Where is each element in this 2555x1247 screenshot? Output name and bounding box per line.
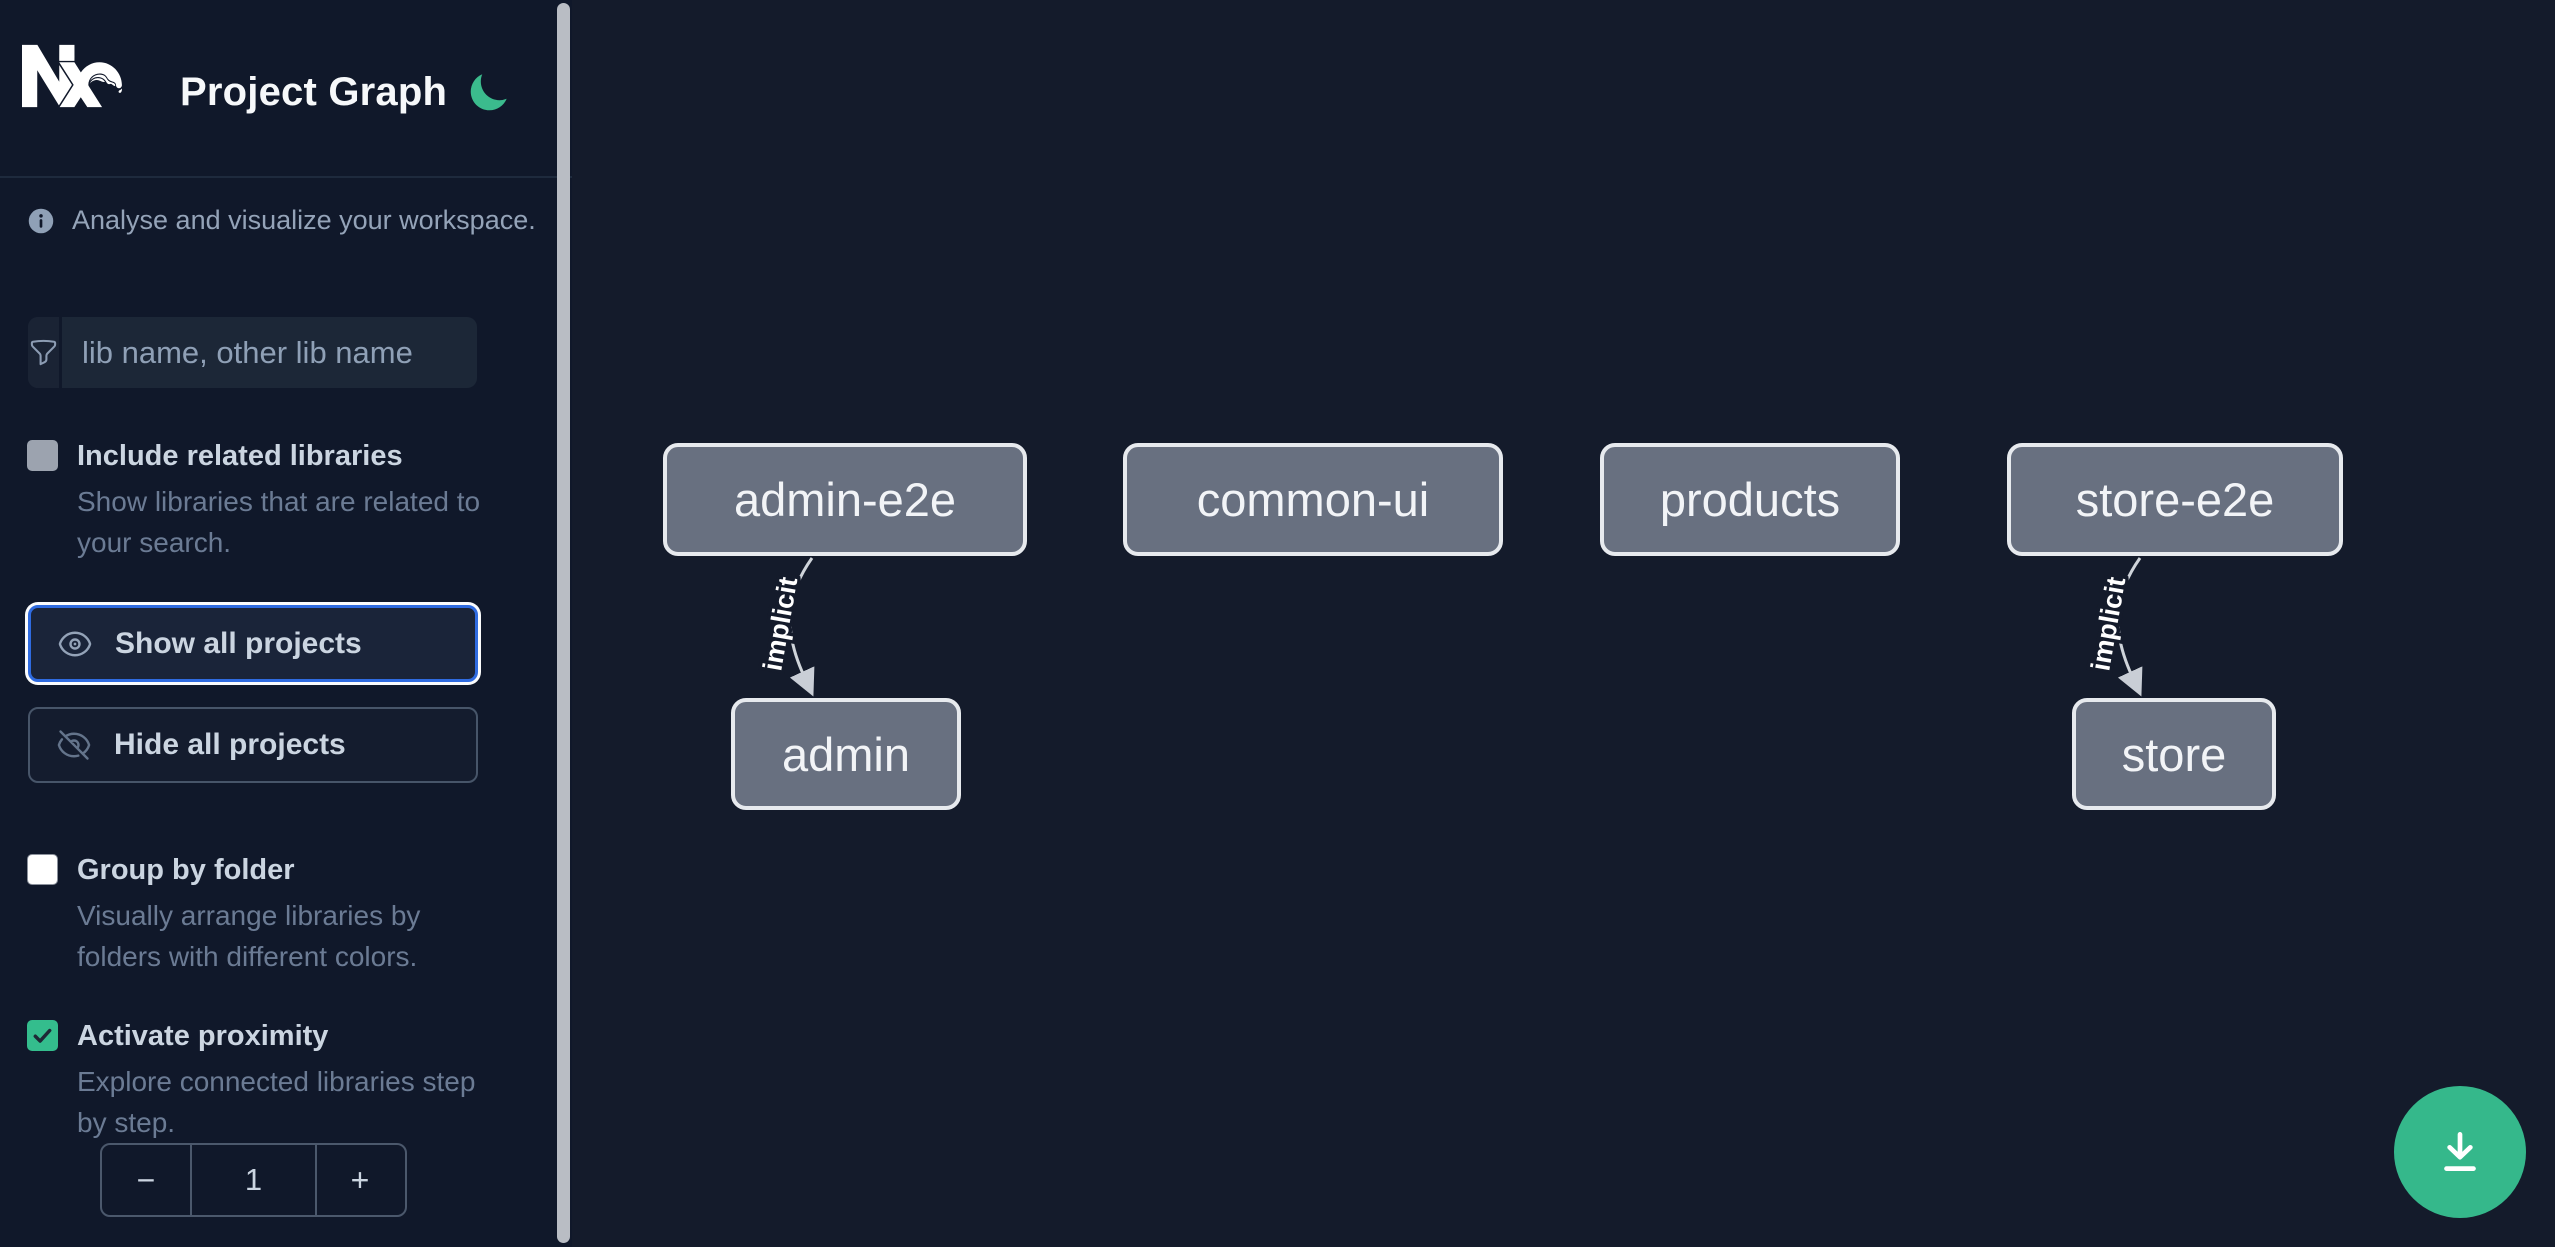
- sidebar-scrollbar-thumb[interactable]: [557, 3, 570, 1243]
- hide-all-projects-button[interactable]: Hide all projects: [28, 707, 478, 783]
- node-common-ui[interactable]: common-ui: [1123, 443, 1503, 556]
- page-title: Project Graph: [180, 70, 448, 114]
- eye-icon: [58, 631, 92, 656]
- sidebar-header: Project Graph: [0, 0, 572, 176]
- download-graph-button[interactable]: [2394, 1086, 2526, 1218]
- info-icon: [28, 208, 54, 233]
- search-input[interactable]: [62, 317, 477, 388]
- search-box: [28, 317, 477, 388]
- include-related-checkbox[interactable]: [27, 440, 58, 471]
- workspace-tagline: Analyse and visualize your workspace.: [27, 205, 536, 236]
- activate-proximity-checkbox[interactable]: [27, 1020, 58, 1051]
- download-icon: [2444, 1132, 2476, 1171]
- option-include-related-libraries: Include related libraries Show libraries…: [27, 438, 527, 563]
- proximity-increment-button[interactable]: +: [317, 1145, 403, 1215]
- activate-proximity-description: Explore connected libraries step by step…: [77, 1066, 476, 1138]
- nx-logo-icon[interactable]: [22, 26, 122, 126]
- node-products[interactable]: products: [1600, 443, 1900, 556]
- node-admin[interactable]: admin: [731, 698, 961, 810]
- check-icon: [33, 1028, 52, 1043]
- include-related-description: Show libraries that are related to your …: [77, 486, 481, 558]
- proximity-stepper: − 1 +: [100, 1143, 407, 1217]
- header-divider: [0, 176, 572, 178]
- sidebar: Project Graph Analyse and visualize your…: [0, 0, 572, 1247]
- hide-all-projects-label: Hide all projects: [114, 728, 346, 761]
- activate-proximity-label: Activate proximity: [77, 1020, 329, 1052]
- group-by-folder-description: Visually arrange libraries by folders wi…: [77, 900, 421, 972]
- proximity-value: 1: [190, 1145, 317, 1215]
- node-store[interactable]: store: [2072, 698, 2276, 810]
- moon-icon: [470, 73, 507, 110]
- funnel-icon: [30, 339, 57, 366]
- graph-canvas[interactable]: [572, 0, 2555, 1247]
- option-activate-proximity: Activate proximity Explore connected lib…: [27, 1018, 527, 1143]
- filter-icon-cell: [28, 317, 62, 388]
- tagline-text: Analyse and visualize your workspace.: [72, 205, 536, 235]
- include-related-label: Include related libraries: [77, 440, 403, 472]
- option-group-by-folder: Group by folder Visually arrange librari…: [27, 852, 527, 977]
- show-all-projects-label: Show all projects: [115, 626, 362, 660]
- group-by-folder-label: Group by folder: [77, 854, 295, 886]
- node-store-e2e[interactable]: store-e2e: [2007, 443, 2343, 556]
- group-by-folder-checkbox[interactable]: [27, 854, 58, 885]
- eye-slash-icon: [57, 730, 91, 760]
- proximity-decrement-button[interactable]: −: [102, 1145, 190, 1215]
- theme-toggle-button[interactable]: [460, 66, 516, 122]
- show-all-projects-button[interactable]: Show all projects: [28, 605, 478, 682]
- node-admin-e2e[interactable]: admin-e2e: [663, 443, 1027, 556]
